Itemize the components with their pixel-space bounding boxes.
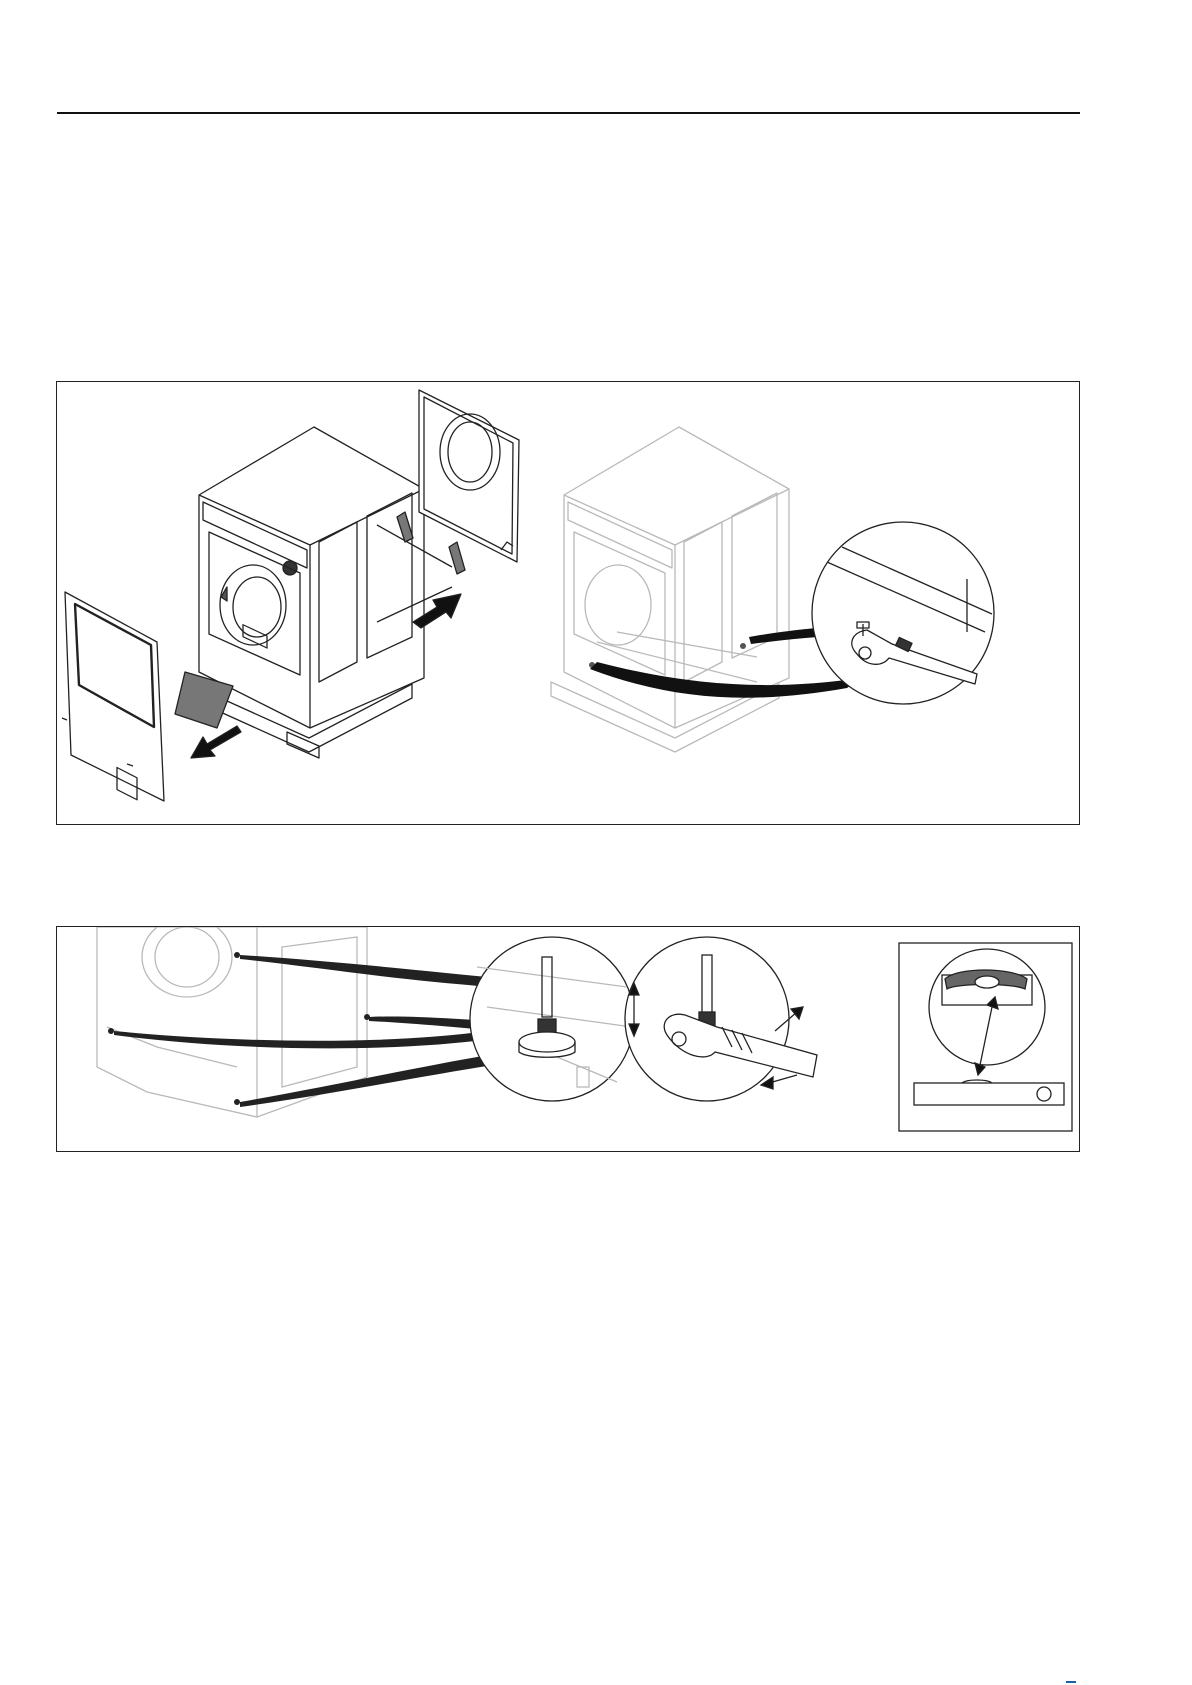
header-rule bbox=[57, 112, 1080, 114]
figure-2-drawing bbox=[57, 927, 1079, 1151]
zoom-circle-foot bbox=[470, 937, 634, 1101]
zoom-circle-wrench-adjust bbox=[625, 937, 817, 1101]
callout-swoosh bbox=[590, 662, 861, 698]
figure-leveling-panels bbox=[56, 926, 1080, 1152]
washing-machine bbox=[175, 427, 424, 758]
spirit-level-inset bbox=[899, 943, 1072, 1131]
zoom-circle-wrench bbox=[812, 522, 994, 704]
front-panel bbox=[62, 592, 164, 801]
figure-installation-panels bbox=[56, 381, 1080, 825]
figure-1-drawing bbox=[57, 382, 1079, 824]
washing-machine-ghost bbox=[551, 427, 789, 752]
arrow-out-icon bbox=[191, 726, 241, 758]
page-corner-mark bbox=[1066, 1681, 1076, 1683]
